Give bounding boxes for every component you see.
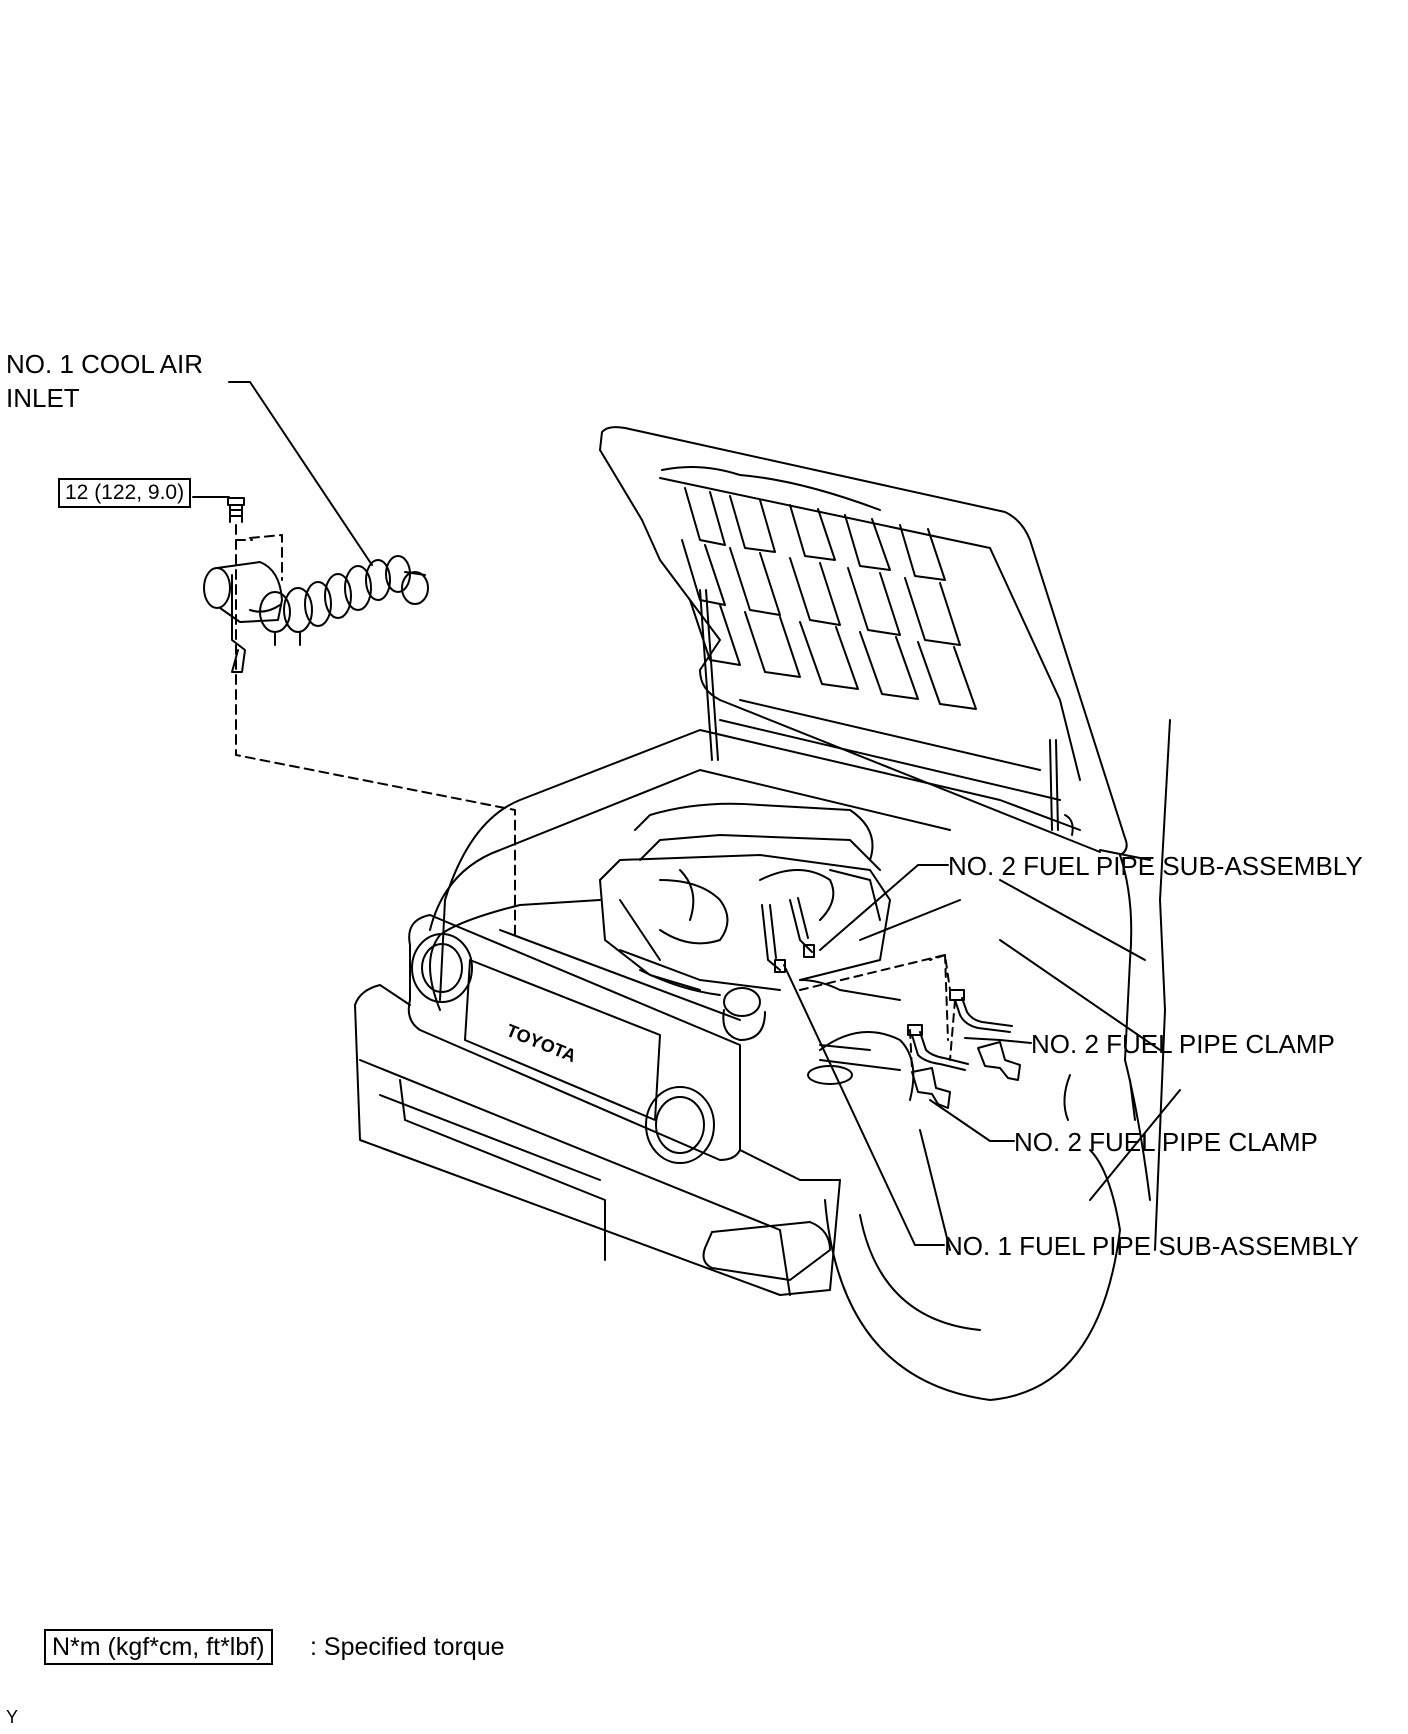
hood xyxy=(599,426,1128,856)
illustration-code: Y xyxy=(6,1707,19,1727)
label-cool-air-inlet-line1: NO. 1 COOL AIR xyxy=(6,349,203,379)
label-no1-fuel-pipe-sub-assembly: NO. 1 FUEL PIPE SUB-ASSEMBLY xyxy=(944,1231,1359,1261)
legend-description: : Specified torque xyxy=(310,1633,505,1661)
installation-guide-lines xyxy=(235,524,516,941)
torque-spec-box: 12 (122, 9.0) xyxy=(58,478,192,508)
label-no2-fuel-pipe-clamp-lower: NO. 2 FUEL PIPE CLAMP xyxy=(1014,1127,1318,1157)
vehicle-body xyxy=(354,719,1181,1401)
grille-badge-text: TOYOTA xyxy=(504,1020,579,1066)
label-no2-fuel-pipe-sub-assembly: NO. 2 FUEL PIPE SUB-ASSEMBLY xyxy=(948,851,1363,881)
label-cool-air-inlet-line2: INLET xyxy=(6,383,80,413)
engine xyxy=(599,802,961,1071)
fuel-pipe-parts xyxy=(799,954,1021,1109)
leader-lines xyxy=(192,381,1032,1246)
legend-torque-unit-box: N*m (kgf*cm, ft*lbf) xyxy=(44,1629,273,1665)
label-no2-fuel-pipe-clamp-upper: NO. 2 FUEL PIPE CLAMP xyxy=(1031,1029,1335,1059)
cool-air-inlet-part xyxy=(203,497,429,673)
